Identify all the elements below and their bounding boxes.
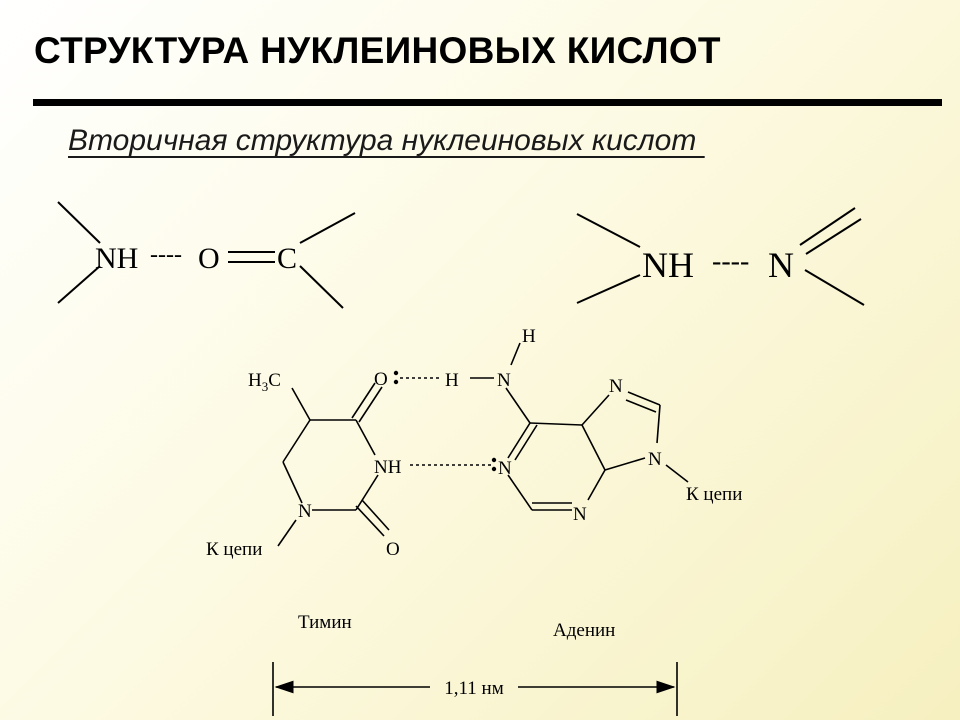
bond-line [514,424,538,461]
bond-line [507,422,531,459]
bond-line [355,474,379,511]
svg-text:H3C: H3C [248,370,281,394]
adenine-h-amino: H [445,370,459,391]
bond-line [604,457,646,471]
thymine-structure [277,377,494,547]
bond-line [277,519,297,547]
adenine-chain-label: К цепи [686,484,742,505]
title-divider [33,99,942,106]
bond-line [299,212,356,244]
hbond-dashes: ---- [150,242,182,268]
double-bond-line [361,499,390,531]
h3c-c: C [268,370,281,391]
bond-line [665,464,689,483]
double-bond-line [351,382,376,419]
bond-line [510,342,521,366]
nh-label: NH [642,245,694,285]
nh-label: NH [95,242,138,275]
double-bond-line [355,505,385,537]
double-bond-line [805,218,862,255]
bond-line [505,387,531,424]
thymine-nh: NH [374,457,402,478]
hbond-dashes: ---- [712,246,749,277]
double-bond-line [799,207,856,246]
h3c-h: H [248,370,262,391]
slide-title: СТРУКТУРА НУКЛЕИНОВЫХ КИСЛОТ [34,30,721,71]
double-bond-line [358,386,383,423]
thymine-o-top: O [374,369,388,390]
bond-line [282,419,311,463]
adenine-name: Аденин [553,620,615,641]
hbond-example-amide-carbonyl: NH ---- O C [57,201,356,309]
bond-line [282,461,303,504]
oxygen-label: O [198,242,220,275]
bond-line [576,213,641,248]
nitrogen-label: N [768,245,794,285]
adenine-n7: N [609,376,623,397]
distance-indicator: 1,11 нм [272,662,678,716]
thymine-o-bottom: O [386,539,400,560]
slide-subtitle: Вторичная структура нуклеиновых кислот [68,124,705,157]
bond-line [57,201,101,244]
thymine-dots [393,370,497,472]
bond-line [299,265,344,309]
adenine-n9: N [648,449,662,470]
bond-line [507,474,533,511]
bond-line [581,394,610,426]
bond-line [581,424,606,471]
carbon-label: C [277,242,297,275]
hbond-example-amine-nitrogen: NH ---- N [576,207,865,306]
thymine-name: Тимин [298,612,352,633]
double-bond-line [625,399,657,413]
bond-line [656,404,661,444]
bond-line [587,469,606,501]
adenine-structure [470,342,689,511]
adenine-n-bottom: N [573,504,587,525]
thymine-labels: H3C O NH N O К цепи Тимин [206,369,402,633]
adenine-labels: H H N N N N N К цепи Аденин [445,326,742,641]
bond-line [291,387,311,421]
adenine-n-amino: N [497,370,511,391]
thymine-chain-label: К цепи [206,539,262,560]
adenine-n-pair: N [498,458,512,479]
bond-line [355,419,376,456]
adenine-h-top: H [522,326,536,347]
h3c-subscript: 3 [262,379,269,394]
bond-line [57,265,101,304]
bond-line [576,274,641,304]
distance-label: 1,11 нм [444,678,504,699]
bond-line [529,422,583,426]
double-bond-line [627,391,661,406]
thymine-n-ring: N [298,501,312,522]
bond-line [804,269,865,306]
